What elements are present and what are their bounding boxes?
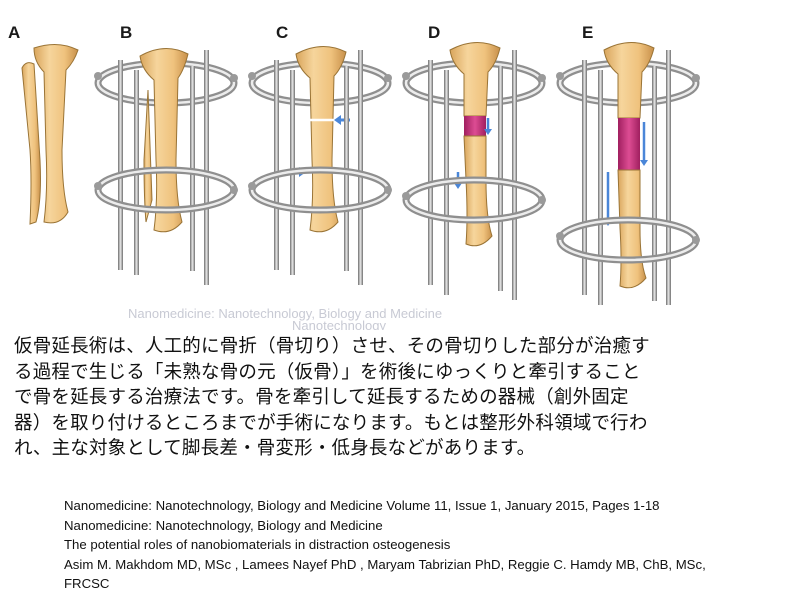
citation-authors-cont: FRCSC [64,576,110,591]
panel-label-c: C [276,23,288,42]
panel-c: C [248,23,392,285]
citation-authors: Asim M. Makhdom MD, MSc , Lamees Nayef P… [64,556,706,572]
description-line: 器）を取り付けるところまでが手術になります。もとは整形外科領域で行わ [14,412,648,434]
watermark-line1: Nanomedicine: Nanotechnology, Biology an… [128,306,442,321]
panel-d: D [402,23,546,300]
panel-label-b: B [120,23,132,42]
lengthened-bone-icon [556,42,700,305]
description-line: で骨を延長する治療法です。骨を牽引して延長するための器械（創外固定 [14,387,629,408]
description-line: る過程で生じる「未熟な骨の元（仮骨）」を術後にゆっくりと牽引すること [14,361,641,383]
description-line: れ、主な対象として脚長差・骨変形・低身長などがあります。 [14,438,536,459]
panel-e: E [556,23,700,305]
external-fixator-frame-icon [94,48,238,285]
panel-label-e: E [582,23,593,42]
tibia-fibula-bone-icon [21,44,79,225]
distraction-icon [402,42,546,300]
description-text: 仮骨延長術は、人工的に骨折（骨切り）させ、その骨切りした部分が治癒す る過程で生… [14,334,790,462]
citation-title: The potential roles of nanobiomaterials … [64,537,451,552]
citation-journal-volume: Nanomedicine: Nanotechnology, Biology an… [64,498,660,513]
distraction-osteogenesis-figure: Nanomedicine: Nanotechnology, Biology an… [8,23,700,330]
panel-a: A [8,23,79,225]
citation-journal: Nanomedicine: Nanotechnology, Biology an… [64,517,383,533]
description-line: 仮骨延長術は、人工的に骨折（骨切り）させ、その骨切りした部分が治癒す [14,336,650,357]
panel-label-d: D [428,23,440,42]
osteotomy-icon [248,46,392,285]
panel-label-a: A [8,23,20,42]
citation-block: Nanomedicine: Nanotechnology, Biology an… [64,496,790,594]
panel-b: B [94,23,238,285]
watermark-line2: Nanotechnology [292,318,386,330]
